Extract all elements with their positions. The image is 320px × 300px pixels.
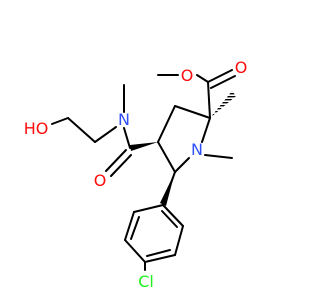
atom-label-ester-ether-o: O: [181, 66, 194, 85]
bond-ph-4-5: [144, 254, 176, 263]
bond-ch2-ch2: [67, 117, 96, 143]
bond-ph-6-1: [162, 204, 184, 227]
bond-ph-inner-c: [161, 210, 178, 228]
bond-ph-3-4: [124, 239, 146, 263]
bond-c3-c4: [157, 105, 176, 143]
bond-n1-c2: [201, 117, 211, 143]
bond-ph-inner-a: [130, 216, 140, 240]
bond-c4-amide-c: [123, 127, 131, 149]
bond-ester-carbonyl-double-b: [210, 75, 236, 89]
atom-label-hydroxyl: HO: [24, 119, 49, 138]
bond-ester-o-carbonyl-c: [196, 74, 209, 83]
stereo-bonds: [130, 91, 236, 206]
bond-amide-n-ch2: [94, 126, 117, 143]
bond-ph-2-3: [124, 211, 135, 241]
bold-wedge-c5-phenyl: [160, 172, 175, 206]
bond-ester-carbonyl-double-a: [207, 69, 233, 83]
atom-label-ester-carbonyl-o: O: [235, 58, 248, 77]
bond-c5-n1: [174, 157, 190, 173]
bond-amide-carbonyl-double-b: [110, 154, 132, 177]
molecule-structure-diagram: O O HO N O N Cl: [24, 58, 248, 291]
molecule-canvas: O O HO N O N Cl: [24, 58, 248, 291]
atom-labels: O O HO N O N Cl: [24, 58, 248, 291]
bold-wedge-c4-amide: [130, 142, 158, 151]
atom-label-chlorine: Cl: [138, 272, 154, 291]
bond-ph-1-2: [133, 204, 164, 213]
bond-ph-inner-b: [146, 249, 171, 257]
bond-c4-c5: [157, 141, 176, 173]
atom-label-ring-n: N: [191, 140, 203, 159]
bond-carbonyl-c-c2: [207, 81, 211, 119]
bond-lines: [51, 69, 236, 271]
atom-label-amide-carbonyl-o: O: [94, 171, 107, 190]
bond-n1-methyl: [204, 154, 233, 159]
bond-amide-carbonyl-double-a: [105, 149, 127, 172]
bond-ph-5-6: [174, 225, 184, 256]
atom-label-amide-n: N: [118, 110, 130, 129]
bond-c2-c3: [174, 105, 211, 119]
hashed-wedge-c2-methyl: [210, 91, 236, 118]
bond-ch2-oh: [51, 117, 69, 125]
